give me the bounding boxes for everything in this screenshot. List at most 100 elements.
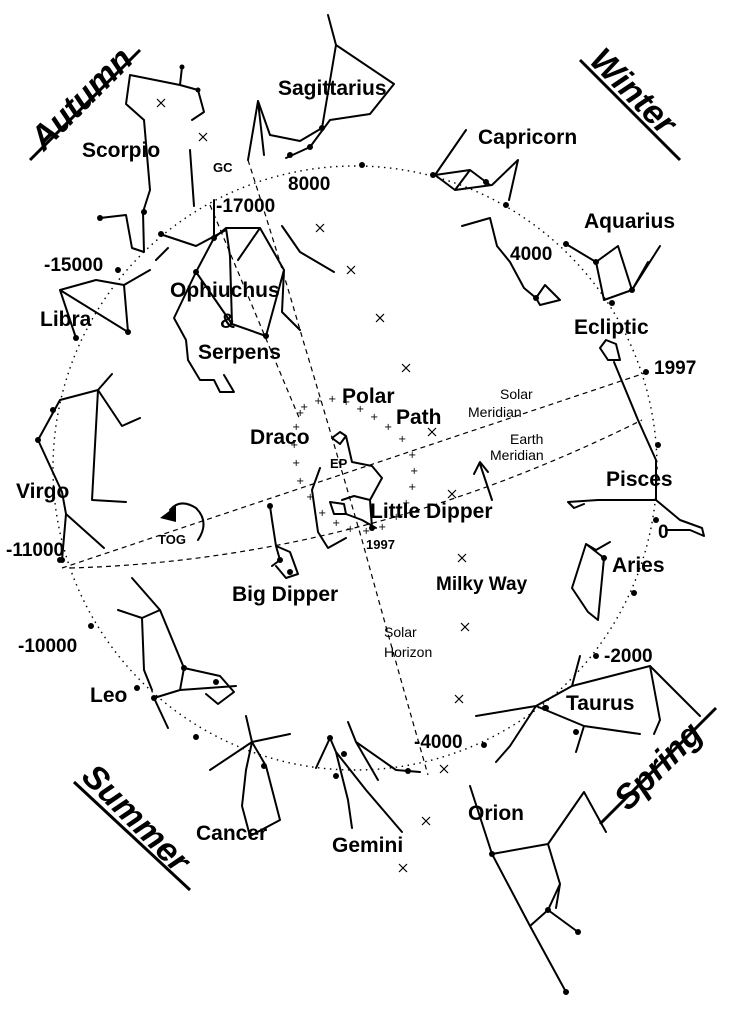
solar-meridian-label-1: Solar <box>500 386 533 402</box>
ecliptic-label: Ecliptic <box>574 316 649 339</box>
ep-label: EP <box>330 456 348 471</box>
and-sign-label: & <box>220 310 235 333</box>
svg-text:+: + <box>402 498 410 509</box>
little-dipper-label: Little Dipper <box>370 500 493 523</box>
svg-text:+: + <box>392 512 400 523</box>
pisces-figure <box>567 339 705 537</box>
winter-label: Winter <box>582 41 685 144</box>
svg-text:+: + <box>378 522 386 533</box>
precession-circle <box>52 165 658 771</box>
virgo-figure <box>37 373 141 561</box>
earth-meridian-line <box>69 419 643 569</box>
earth-meridian-arrow <box>473 461 493 501</box>
aquarius-figure <box>461 217 661 306</box>
svg-text:+: + <box>290 440 298 451</box>
svg-text:+: + <box>408 450 416 461</box>
star-points <box>35 64 635 995</box>
svg-text:+: + <box>408 482 416 493</box>
svg-text:+: + <box>356 404 364 415</box>
gemini-figure <box>315 721 421 833</box>
gc-label: GC <box>213 160 233 175</box>
svg-text:+: + <box>300 402 308 413</box>
serpens-label: Serpens <box>198 341 281 364</box>
svg-text:+: + <box>410 466 418 477</box>
earth-meridian-label-1: Earth <box>510 431 543 447</box>
big-dipper-figure <box>269 505 299 579</box>
cancer-label: Cancer <box>196 822 267 845</box>
svg-text:+: + <box>314 396 322 407</box>
year-4000-label: 4000 <box>510 244 552 265</box>
autumn-underline <box>28 48 142 162</box>
gemini-label: Gemini <box>332 834 403 857</box>
polar-path-marks: +++ +++ +++ +++ +++ +++ +++ +++ <box>290 394 418 537</box>
leo-label: Leo <box>90 684 127 707</box>
summer-label: Summer <box>74 757 198 881</box>
draco-figure <box>311 431 383 549</box>
orion-label: Orion <box>468 802 524 825</box>
libra-figure <box>59 269 151 339</box>
virgo-label: Virgo <box>16 480 69 503</box>
tog-label: TOG <box>158 532 186 547</box>
orion-figure <box>469 785 607 993</box>
svg-text:+: + <box>346 524 354 535</box>
solar-meridian-label-2: Meridian <box>468 404 522 420</box>
year-minus-17000-label: -17000 <box>216 196 275 217</box>
svg-text:+: + <box>332 518 340 529</box>
year-minus-15000-label: -15000 <box>44 255 103 276</box>
spring-underline <box>598 706 718 826</box>
tog-rotation-arrow <box>169 502 205 541</box>
svg-text:+: + <box>328 394 336 405</box>
solar-horizon-label-1: Solar <box>384 624 417 640</box>
svg-text:+: + <box>362 526 370 537</box>
svg-text:+: + <box>318 508 326 519</box>
solar-horizon-line <box>247 159 429 776</box>
leo-figure <box>117 577 237 729</box>
path-label: Path <box>396 406 442 429</box>
ophiuchus-figure <box>173 199 301 393</box>
svg-text:+: + <box>306 492 314 503</box>
year-0-label: 0 <box>658 522 669 543</box>
solar-horizon-label-2: Horizon <box>384 644 432 660</box>
year-1997-ep-label: 1997 <box>366 537 395 552</box>
milky-way-crosses <box>156 98 470 873</box>
tog-arrow-head <box>160 506 176 522</box>
svg-text:+: + <box>370 412 378 423</box>
svg-text:+: + <box>398 434 406 445</box>
cancer-figure <box>209 715 291 837</box>
capricorn-label: Capricorn <box>478 126 577 149</box>
big-dipper-label: Big Dipper <box>232 583 338 606</box>
aries-figure <box>571 541 611 621</box>
ep-line <box>209 204 301 421</box>
capricorn-figure <box>434 129 519 201</box>
milky-way-label: Milky Way <box>436 574 528 595</box>
svg-text:+: + <box>292 422 300 433</box>
winter-underline <box>578 58 682 162</box>
aries-label: Aries <box>612 554 665 577</box>
summer-underline <box>72 780 192 892</box>
libra-label: Libra <box>40 308 92 331</box>
year-minus-11000-label: -11000 <box>6 540 64 561</box>
year-minus-4000-label: -4000 <box>414 732 463 753</box>
taurus-figure <box>475 655 701 763</box>
year-minus-10000-label: -10000 <box>18 636 77 657</box>
year-8000-label: 8000 <box>288 174 330 195</box>
aquarius-label: Aquarius <box>584 210 675 233</box>
solar-meridian-line <box>61 371 649 569</box>
year-1997-right-label: 1997 <box>654 358 696 379</box>
svg-text:+: + <box>296 408 304 419</box>
taurus-label: Taurus <box>566 692 634 715</box>
ophiuchus-label: Ophiuchus <box>170 279 280 302</box>
pisces-label: Pisces <box>606 468 673 491</box>
svg-text:+: + <box>342 397 350 408</box>
earth-meridian-label-2: Meridian <box>490 447 544 463</box>
svg-text:+: + <box>384 422 392 433</box>
reference-lines <box>61 159 649 776</box>
year-minus-2000-label: -2000 <box>604 646 653 667</box>
serpens-figure <box>155 149 335 273</box>
scorpio-label: Scorpio <box>82 139 160 162</box>
sagittarius-label: Sagittarius <box>278 77 387 100</box>
sagittarius-figure <box>247 14 395 161</box>
scorpio-figure <box>99 66 205 253</box>
svg-text:+: + <box>292 458 300 469</box>
